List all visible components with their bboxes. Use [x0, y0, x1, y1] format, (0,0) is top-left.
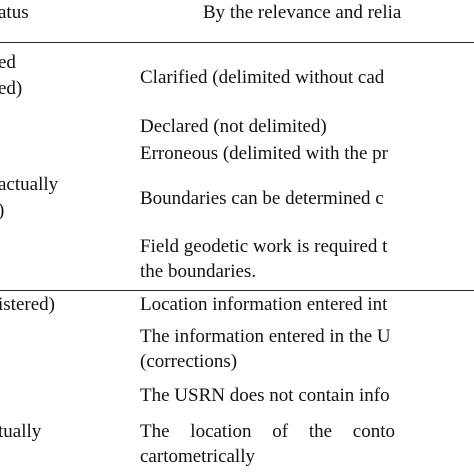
relevance-row-cartometric: cartometrically: [140, 446, 255, 467]
relevance-row-location-info: Location information entered int: [140, 294, 388, 315]
section-rule: [0, 290, 474, 291]
status-line-2: ed): [0, 78, 23, 99]
relevance-row-erroneous: Erroneous (delimited with the pr: [140, 143, 388, 164]
relevance-row-clarified: Clarified (delimited without cad: [140, 67, 385, 88]
relevance-row-usrn-info: The information entered in the U: [140, 326, 391, 347]
relevance-row-boundaries: Boundaries can be determined c: [140, 188, 384, 209]
relevance-row-field-work-cont: the boundaries.: [140, 261, 257, 282]
relevance-row-field-work: Field geodetic work is required t: [140, 236, 388, 257]
status-line-4: ): [0, 200, 4, 222]
relevance-row-declared: Declared (not delimited): [140, 116, 327, 137]
header-status: atus: [0, 2, 29, 23]
status-line-1: ed: [0, 52, 16, 73]
relevance-row-usrn-none: The USRN does not contain info: [140, 385, 390, 406]
status-line-5: istered): [0, 294, 55, 315]
status-line-3: actually: [0, 174, 59, 195]
relevance-row-contour: The location of the conto: [140, 421, 395, 442]
header-relevance: By the relevance and relia: [203, 2, 402, 23]
status-line-6: tually: [0, 421, 42, 442]
relevance-row-corrections: (corrections): [140, 351, 238, 372]
header-rule: [0, 42, 474, 43]
